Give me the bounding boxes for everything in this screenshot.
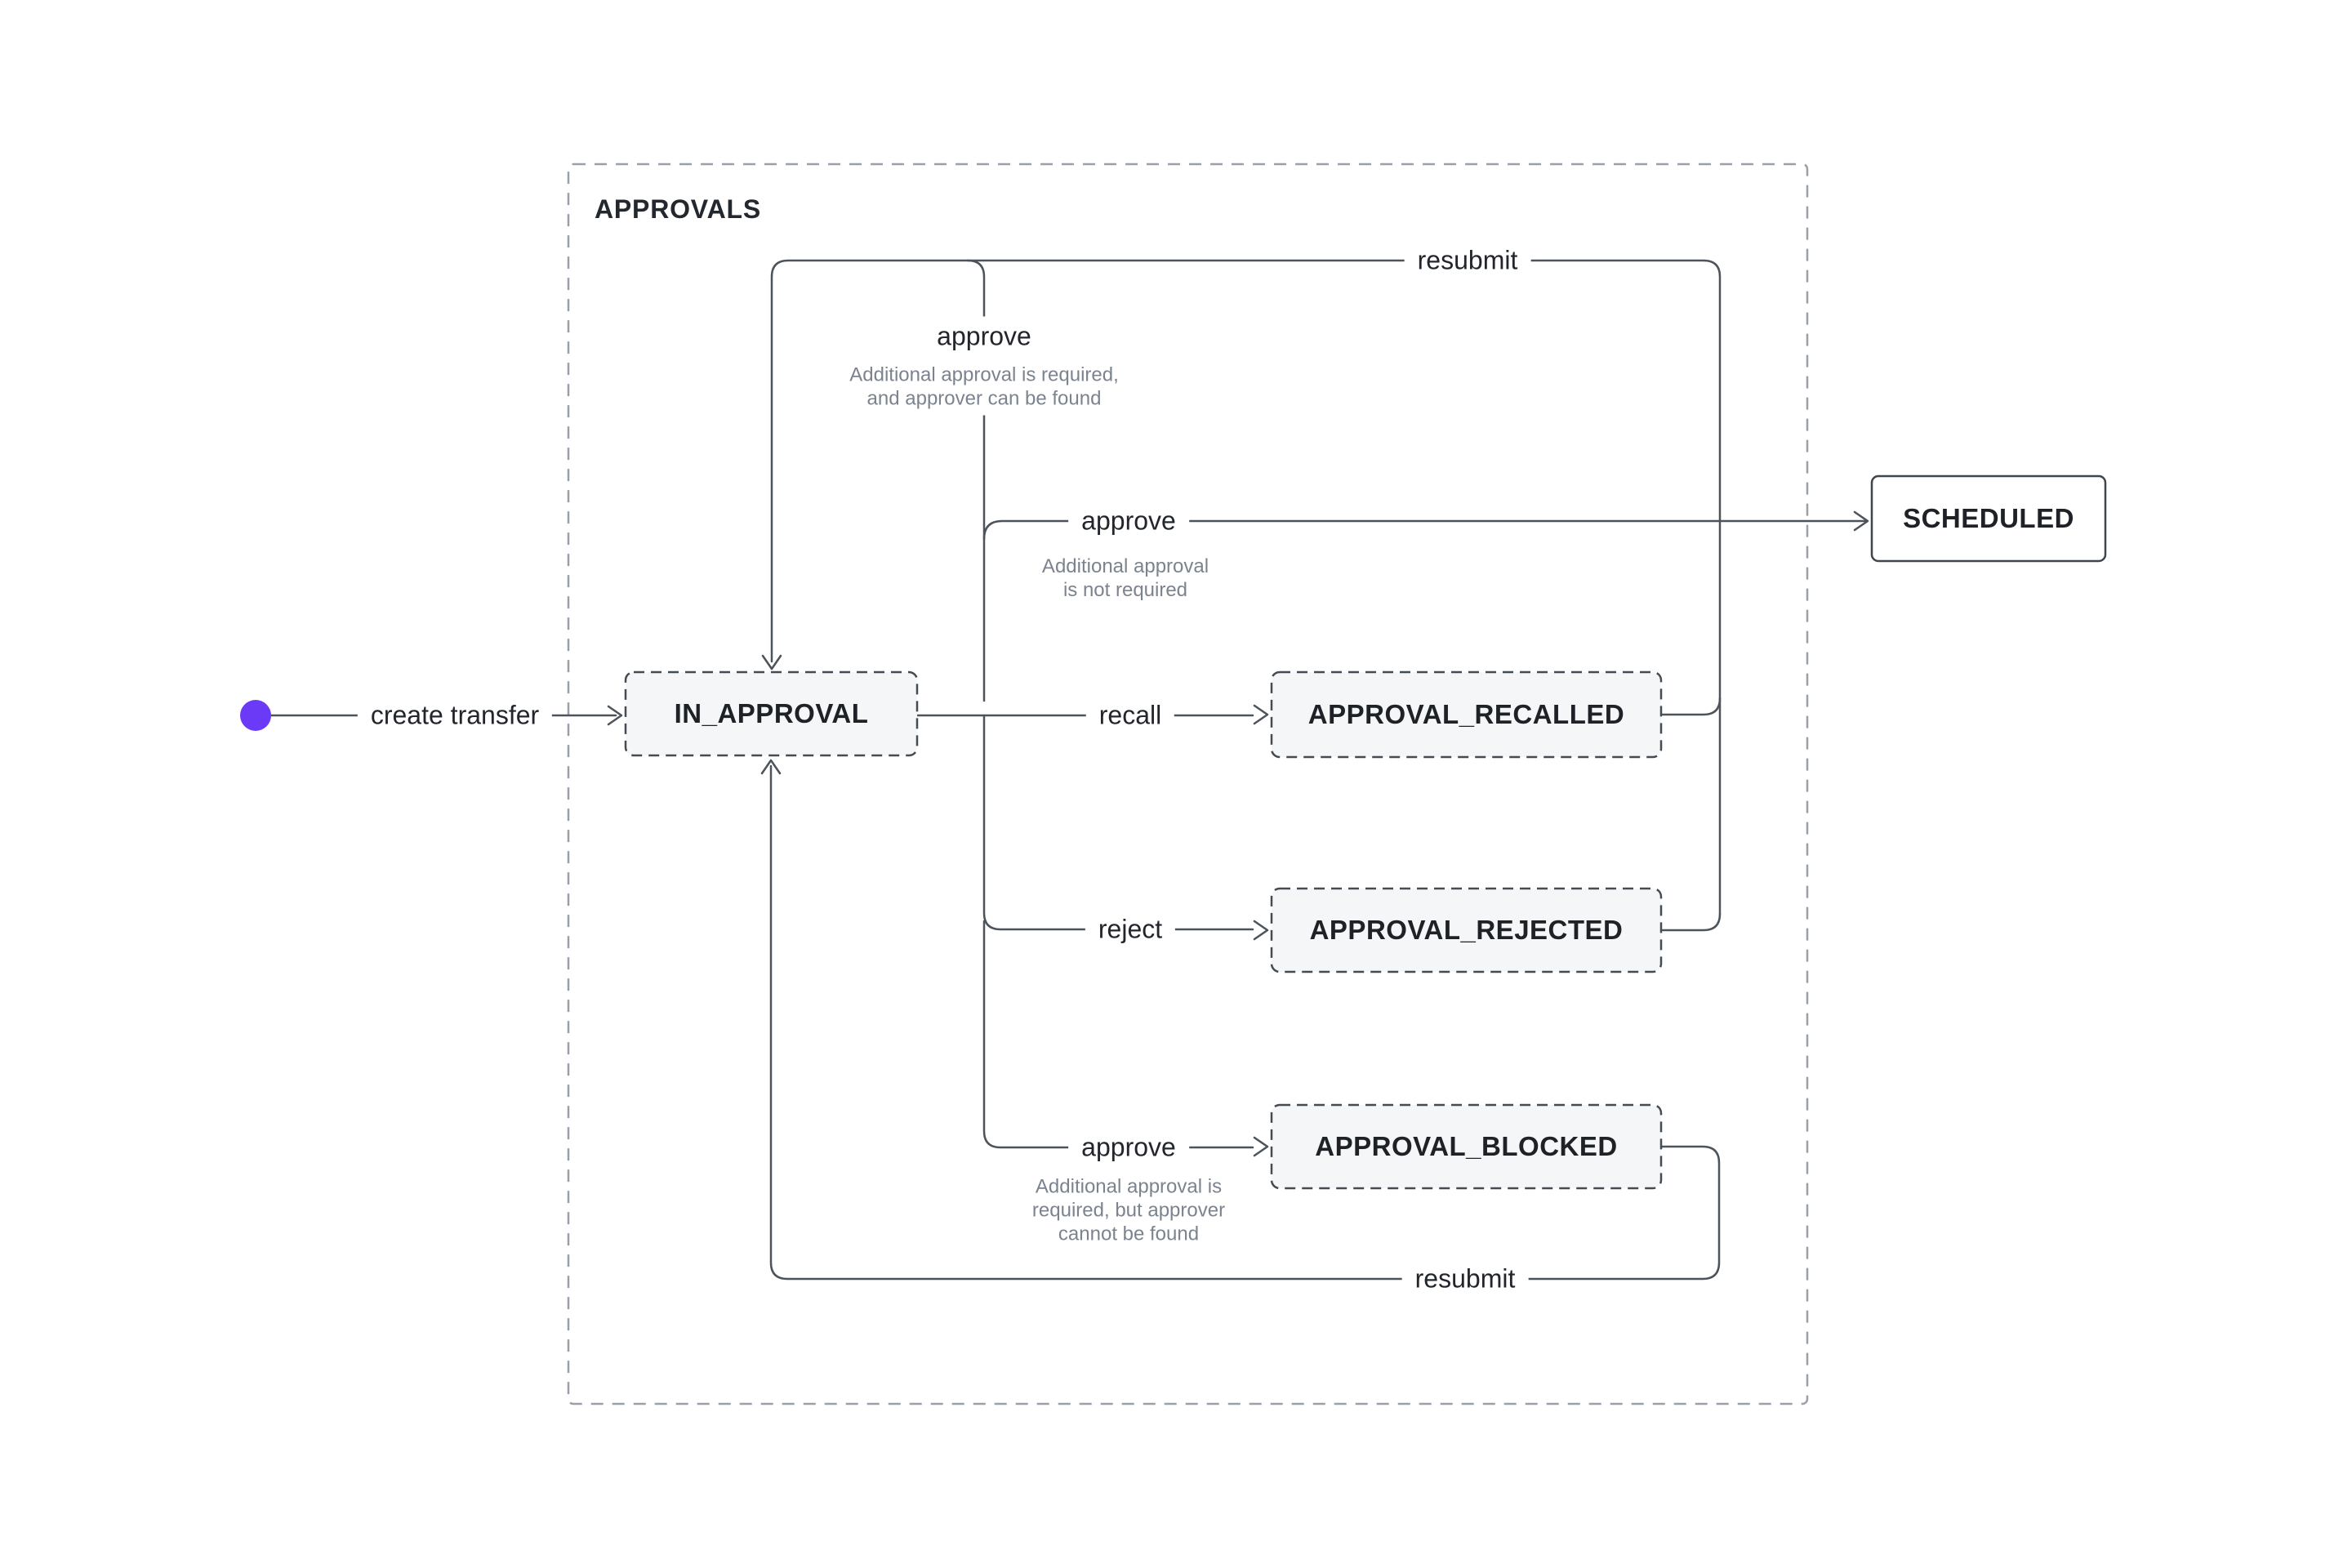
edge-label-approve-loop: approve xyxy=(937,321,1031,351)
approvals-region-border xyxy=(567,163,1809,1405)
edge-label-reject: reject xyxy=(1085,911,1176,948)
edge-caption-approve-loop: Additional approval is required, and app… xyxy=(849,363,1119,410)
arrow-into-in-approval-bottom xyxy=(760,759,782,775)
state-box-in-approval xyxy=(624,670,919,757)
state-approval-blocked: APPROVAL_BLOCKED xyxy=(1315,1131,1618,1161)
edge-label-approve-blocked: approve xyxy=(1068,1129,1189,1166)
arrow-into-approval-recalled xyxy=(1253,704,1269,725)
arrow-into-approval-rejected xyxy=(1253,920,1269,941)
edge-caption-approve-blocked: Additional approval is required, but app… xyxy=(1031,1175,1226,1245)
arrow-into-in-approval-left xyxy=(607,705,623,726)
start-dot xyxy=(240,700,271,731)
state-box-scheduled xyxy=(1870,474,2107,563)
region-title-approvals: APPROVALS xyxy=(595,194,761,224)
edge-approve-scheduled-line xyxy=(982,519,1867,541)
state-approval-recalled: APPROVAL_RECALLED xyxy=(1307,699,1625,729)
edge-label-approve-scheduled: approve xyxy=(1068,502,1189,540)
arrow-into-scheduled xyxy=(1853,510,1869,532)
edge-approve-blocked-line xyxy=(982,920,1254,1149)
state-in-approval: IN_APPROVAL xyxy=(674,698,869,728)
state-box-approval-recalled xyxy=(1270,670,1663,759)
state-approval-rejected: APPROVAL_REJECTED xyxy=(1309,915,1624,945)
arrowheads xyxy=(607,510,1869,1157)
edge-caption-approve-scheduled: Additional approval is not required xyxy=(1041,555,1209,601)
edge-label-recall: recall xyxy=(1085,697,1175,734)
edge-loop-and-resubmit-top-line xyxy=(770,259,1722,915)
state-scheduled: SCHEDULED xyxy=(1903,503,2074,533)
edge-label-resubmit-bottom: resubmit xyxy=(1401,1260,1529,1298)
state-box-approval-rejected xyxy=(1270,887,1663,973)
edge-recalled-resubmit-out xyxy=(1661,697,1722,716)
state-box-approval-blocked xyxy=(1270,1103,1663,1190)
arrow-into-in-approval-top xyxy=(761,654,782,670)
edge-rejected-resubmit-out xyxy=(1661,912,1722,932)
edge-label-approve-loop-block: approve Additional approval is required,… xyxy=(838,316,1130,416)
edge-label-resubmit-top: resubmit xyxy=(1404,242,1531,279)
edge-label-create-transfer: create transfer xyxy=(357,697,553,734)
edge-lines xyxy=(270,259,1867,1281)
edge-resubmit-bottom-line xyxy=(769,764,1721,1281)
edge-reject-line xyxy=(982,714,1254,931)
arrow-into-approval-blocked xyxy=(1253,1136,1269,1157)
edge-approve-loop-vertical xyxy=(966,259,986,702)
